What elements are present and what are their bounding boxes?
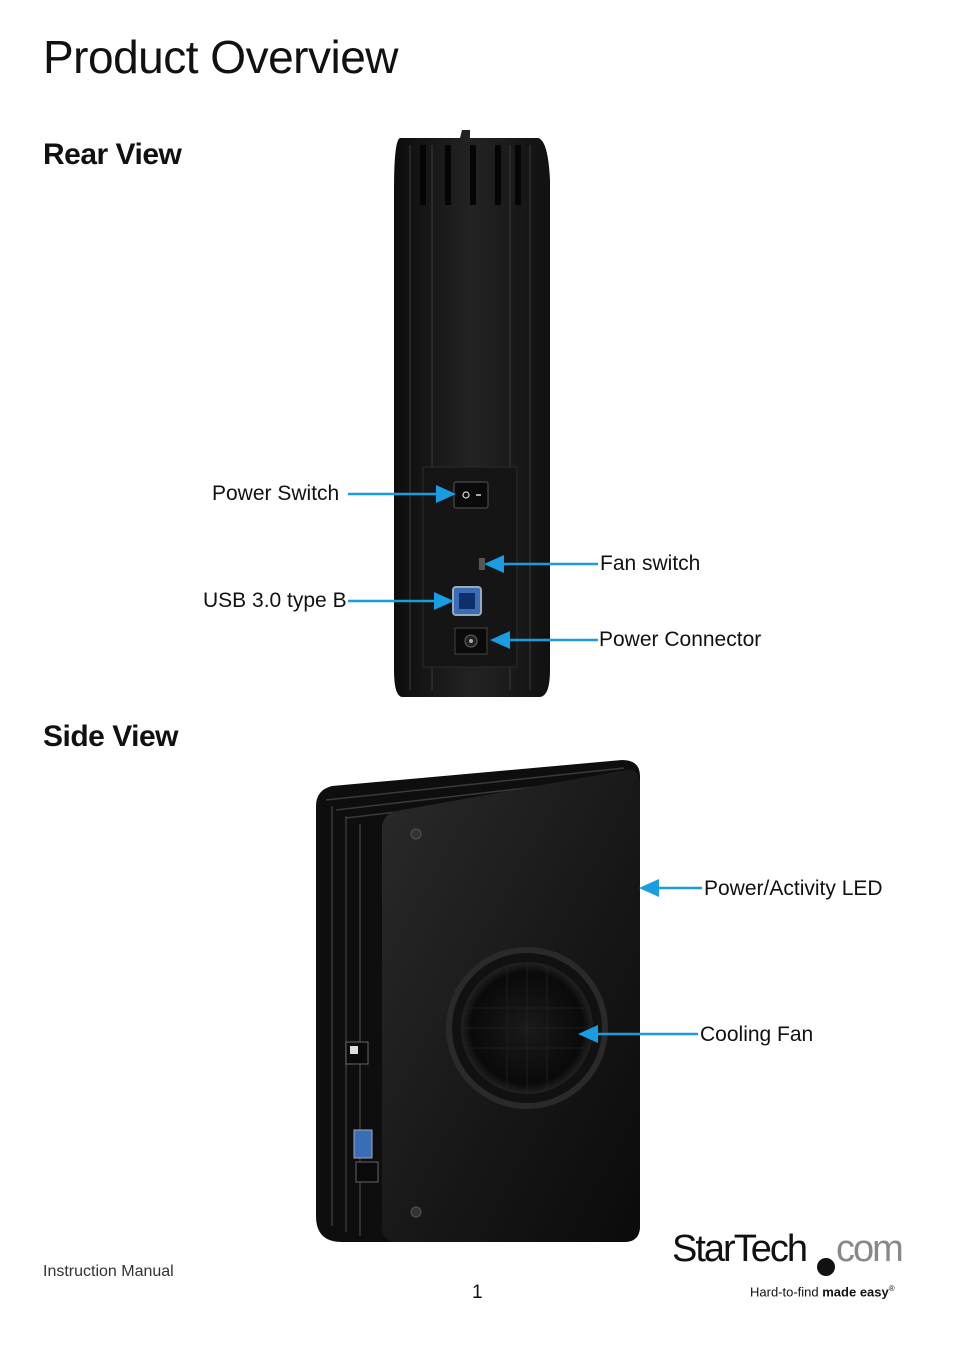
usb-label: USB 3.0 type B [203, 589, 347, 612]
fan-switch-label: Fan switch [600, 552, 701, 575]
fan-switch-arrow [484, 555, 598, 573]
cooling-fan-arrow [578, 1025, 698, 1043]
logo-brand-a: StarTech [672, 1228, 808, 1270]
power-switch-arrow [348, 485, 456, 503]
logo-brand-b: com [836, 1228, 904, 1270]
side-view-heading: Side View [43, 720, 179, 753]
power-connector-arrow [490, 631, 598, 649]
power-switch-label: Power Switch [212, 482, 340, 505]
power-connector-label: Power Connector [599, 628, 762, 651]
page-title: Product Overview [43, 31, 399, 83]
instruction-manual-label: Instruction Manual [43, 1263, 174, 1280]
startech-logo: StarTech com Hard-to-find made easy® [672, 1228, 912, 1308]
rear-view-heading: Rear View [43, 138, 182, 171]
led-arrow [639, 879, 702, 897]
logo-tagline: Hard-to-find made easy® [750, 1284, 895, 1300]
led-label: Power/Activity LED [704, 877, 883, 900]
page-number: 1 [472, 1282, 483, 1303]
usb-arrow [348, 592, 454, 610]
cooling-fan-label: Cooling Fan [700, 1023, 814, 1046]
logo-dot-icon [817, 1258, 835, 1276]
side-view-device-image [316, 760, 640, 1242]
rear-view-device-image [394, 130, 550, 697]
